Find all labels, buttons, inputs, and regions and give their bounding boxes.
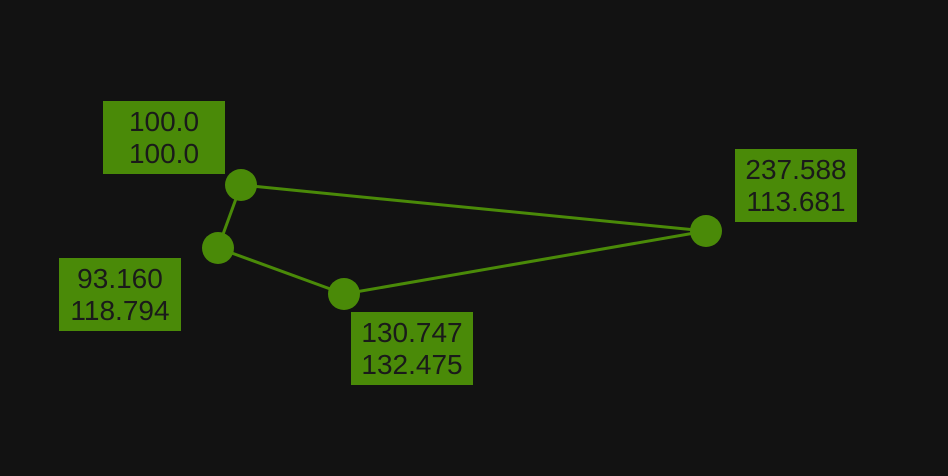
- node-1-y-value: 100.0: [128, 137, 200, 169]
- node-3-point[interactable]: [328, 278, 360, 310]
- node-3-label: 130.747 132.475: [351, 312, 473, 385]
- node-3-y-value: 132.475: [361, 348, 463, 380]
- node-4-label: 237.588 113.681: [735, 149, 857, 222]
- edge-node-2-node-3: [217, 246, 345, 296]
- node-4-point[interactable]: [690, 215, 722, 247]
- node-1-x-value: 100.0: [128, 105, 200, 137]
- node-2-point[interactable]: [202, 232, 234, 264]
- edge-node-4-node-1: [240, 183, 707, 233]
- node-2-x-value: 93.160: [77, 262, 163, 294]
- node-1-label: 100.0 100.0: [103, 101, 225, 174]
- node-3-x-value: 130.747: [361, 316, 463, 348]
- node-2-label: 93.160 118.794: [59, 258, 181, 331]
- node-2-y-value: 118.794: [70, 294, 170, 326]
- node-4-y-value: 113.681: [746, 185, 846, 217]
- edge-node-3-node-4: [343, 229, 707, 296]
- node-1-point[interactable]: [225, 169, 257, 201]
- node-4-x-value: 237.588: [745, 153, 847, 185]
